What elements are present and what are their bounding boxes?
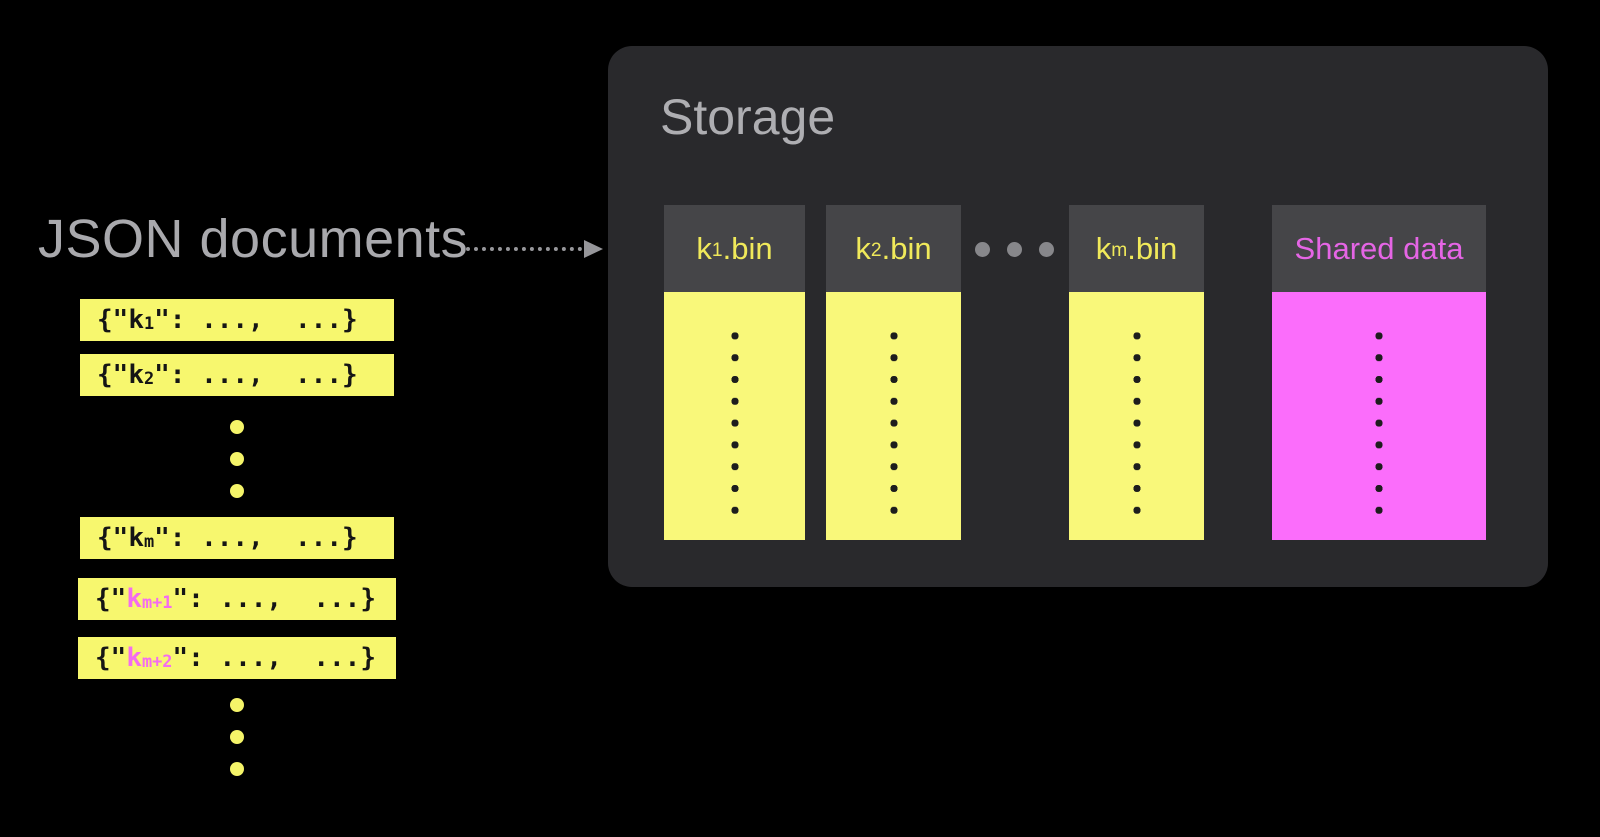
column-label: k <box>696 231 712 266</box>
vertical-ellipsis-icon <box>230 698 244 776</box>
doc-text: ": ..., ...} <box>172 584 376 614</box>
ellipsis-dot <box>1007 242 1022 257</box>
ellipsis-dot <box>230 762 244 776</box>
doc-key: k <box>128 523 144 553</box>
column-label-ext: .bin <box>722 231 773 266</box>
ellipsis-dot <box>230 452 244 466</box>
ellipsis-dot <box>230 420 244 434</box>
doc-text: {" <box>97 305 129 335</box>
doc-key: k <box>128 360 144 390</box>
storage-column-body <box>826 292 961 540</box>
ellipsis-dot <box>230 484 244 498</box>
doc-key-highlighted: k <box>126 643 142 673</box>
storage-column-shared-data: Shared data <box>1272 205 1486 540</box>
column-label: k <box>1095 231 1112 266</box>
doc-text: {" <box>97 360 129 390</box>
records-dots-icon <box>728 325 741 522</box>
doc-text: {" <box>97 523 129 553</box>
doc-key: k <box>128 305 144 335</box>
column-label: k <box>855 231 871 266</box>
column-label-ext: .bin <box>881 231 932 266</box>
storage-column-body <box>1069 292 1204 540</box>
ellipsis-dot <box>230 698 244 712</box>
records-dots-icon <box>1130 325 1143 522</box>
storage-column-header: Shared data <box>1272 205 1486 292</box>
doc-text: ": ..., ...} <box>172 643 376 673</box>
dotted-arrow-line <box>466 247 582 251</box>
json-documents-title: JSON documents <box>38 209 469 269</box>
records-dots-icon <box>1373 325 1385 522</box>
doc-text: ": ..., ...} <box>154 523 358 553</box>
storage-column-body <box>664 292 805 540</box>
doc-text: ": ..., ...} <box>154 360 358 390</box>
storage-title: Storage <box>660 89 836 145</box>
vertical-ellipsis-icon <box>230 420 244 498</box>
ellipsis-dot <box>1039 242 1054 257</box>
doc-text: {" <box>95 584 127 614</box>
records-dots-icon <box>887 325 900 522</box>
doc-key-highlighted: k <box>126 584 142 614</box>
horizontal-ellipsis-icon <box>975 242 1054 257</box>
column-label-ext: .bin <box>1127 231 1178 266</box>
doc-text: ": ..., ...} <box>154 305 358 335</box>
storage-column-body <box>1272 292 1486 540</box>
ellipsis-dot <box>975 242 990 257</box>
doc-text: {" <box>95 643 127 673</box>
ellipsis-dot <box>230 730 244 744</box>
column-label: Shared data <box>1294 231 1464 266</box>
arrow-head-icon <box>584 240 603 258</box>
